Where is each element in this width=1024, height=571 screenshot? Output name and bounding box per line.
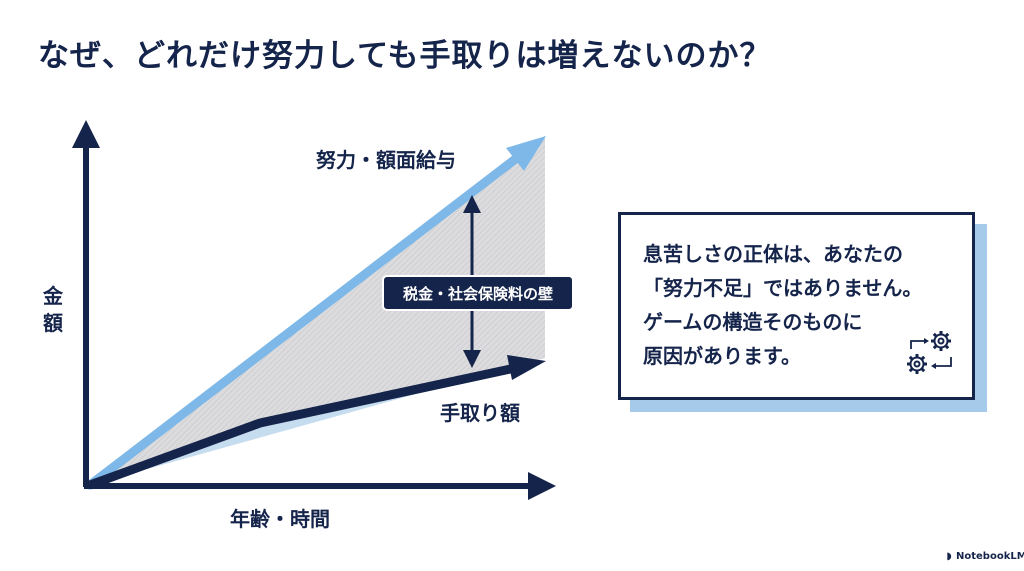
- notebooklm-icon: ◗: [946, 551, 952, 562]
- page-title: なぜ、どれだけ努力しても手取りは増えないのか？: [38, 38, 772, 74]
- card-line-1: 息苦しさの正体は、あなたの: [643, 242, 903, 266]
- take-home-arrowhead: [507, 355, 546, 380]
- card-line-4: 原因があります。: [643, 344, 801, 368]
- gap-label-box: [382, 275, 574, 311]
- gap-arrow-top: [463, 195, 481, 213]
- y-axis-label-bottom: 額: [42, 311, 63, 335]
- gross-salary-arrowhead: [506, 136, 546, 171]
- gap-label: 税金・社会保険料の壁: [403, 285, 553, 303]
- message-card: 息苦しさの正体は、あなたの 「努力不足」ではありません。 ゲームの構造そのものに…: [618, 212, 975, 400]
- y-axis-arrowhead: [72, 120, 100, 148]
- watermark-text: NotebookLM: [956, 551, 1024, 562]
- upper-line-label: 努力・額面給与: [316, 148, 456, 172]
- card-line-2: 「努力不足」ではありません。: [643, 276, 923, 300]
- watermark: ◗ NotebookLM: [944, 551, 1024, 562]
- take-home-line: [88, 363, 516, 490]
- lower-line-label: 手取り額: [440, 401, 520, 425]
- x-axis-arrowhead: [528, 472, 556, 500]
- card-line-3: ゲームの構造そのものに: [643, 310, 863, 334]
- gross-salary-line: [85, 152, 523, 490]
- gap-arrow-bottom: [463, 350, 481, 368]
- gears-icon: [907, 331, 952, 374]
- card-message: 息苦しさの正体は、あなたの 「努力不足」ではありません。 ゲームの構造そのものに…: [643, 237, 922, 373]
- x-axis-label: 年齢・時間: [230, 507, 330, 531]
- y-axis-label-top: 金: [42, 284, 64, 308]
